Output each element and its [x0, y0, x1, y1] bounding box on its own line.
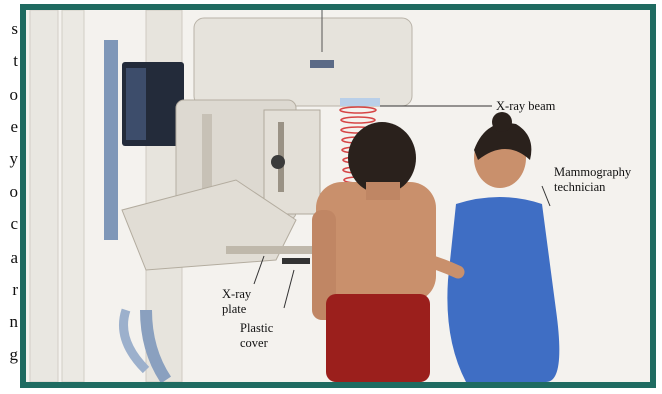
cable-conduit [104, 40, 118, 240]
control-panel-screen [126, 68, 146, 140]
clipped-letter: a [10, 249, 18, 266]
plastic-cover-label-line1: Plastic [240, 321, 274, 335]
xray-plate-label-line1: X-ray [222, 287, 252, 301]
patient-skirt [326, 294, 430, 382]
clipped-letter: o [10, 183, 19, 200]
clipped-letter: t [13, 52, 18, 69]
clipped-text-column: s t o e y o c a r n g [0, 0, 20, 394]
plastic-cover-label-line2: cover [240, 336, 269, 350]
technician-label-line2: technician [554, 180, 606, 194]
technician-bun [492, 112, 512, 132]
gantry-handle [202, 114, 212, 194]
clipped-letter: g [10, 346, 19, 363]
beam-source [340, 98, 380, 106]
clipped-letter: y [10, 150, 19, 167]
adjust-knob [271, 155, 285, 169]
mammography-illustration: X-ray beam Mammography technician X-ray … [26, 10, 650, 382]
clipped-letter: s [11, 20, 18, 37]
wall-panel [62, 10, 84, 382]
xray-beam-label: X-ray beam [496, 99, 556, 113]
illustration-frame: X-ray beam Mammography technician X-ray … [20, 4, 656, 388]
technician-label-line1: Mammography [554, 165, 632, 179]
patient-neck [366, 182, 400, 200]
clipped-letter: r [12, 281, 18, 298]
wall-panel [30, 10, 58, 382]
plate-edge [282, 258, 310, 264]
technician-scrubs [447, 197, 559, 382]
xray-plate-label-line2: plate [222, 302, 247, 316]
head-buttons [310, 60, 334, 68]
clipped-letter: n [10, 313, 19, 330]
machine-head [194, 18, 412, 106]
clipped-letter: o [10, 86, 19, 103]
clipped-letter: e [10, 118, 18, 135]
clipped-letter: c [10, 215, 18, 232]
